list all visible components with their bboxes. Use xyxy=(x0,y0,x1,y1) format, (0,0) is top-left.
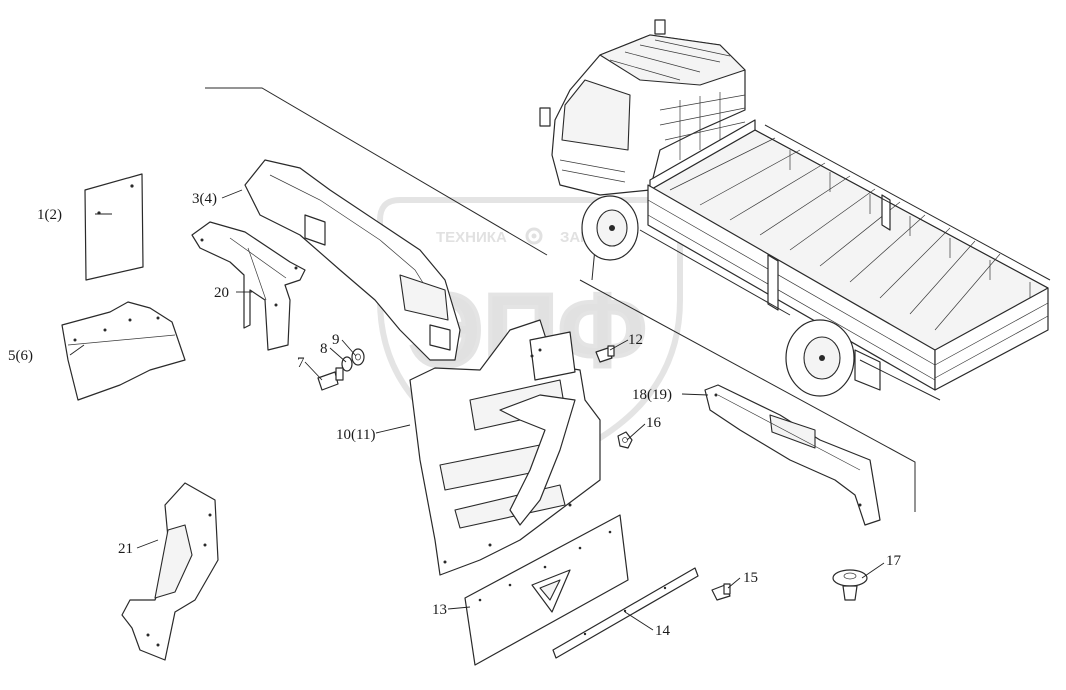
leader-lines xyxy=(69,189,885,631)
part-1-mudflap-plate xyxy=(84,173,144,281)
callout-14: 14 xyxy=(655,623,671,639)
part-3-fender-bracket xyxy=(244,159,461,361)
callout-3-4: 3(4) xyxy=(192,191,217,207)
nut-16 xyxy=(617,431,633,449)
callout-10-11: 10(11) xyxy=(336,427,375,443)
truck-illustration xyxy=(539,19,1051,401)
part-17-clip xyxy=(832,569,868,601)
part-14-retaining-strip xyxy=(552,567,699,659)
part-5-mudguard-extension xyxy=(61,301,186,401)
part-21-bracket xyxy=(121,482,219,661)
part-10-fender-panel xyxy=(409,319,601,576)
callout-16: 16 xyxy=(646,415,662,431)
callout-21: 21 xyxy=(118,541,133,557)
fasteners-7-8-9 xyxy=(317,348,365,391)
bolt-12 xyxy=(595,345,615,363)
part-20-support-bracket xyxy=(191,221,306,351)
callout-8: 8 xyxy=(320,341,328,357)
watermark-left-text: ТЕХНИКА xyxy=(436,229,507,246)
callout-13: 13 xyxy=(432,602,447,618)
callout-labels: 1(2) 3(4) 5(6) 7 8 9 10(11) 12 13 14 15 … xyxy=(8,191,902,639)
callout-17: 17 xyxy=(886,553,902,569)
callout-20: 20 xyxy=(214,285,229,301)
callout-5-6: 5(6) xyxy=(8,348,33,364)
callout-9: 9 xyxy=(332,332,340,348)
part-18-rear-bracket xyxy=(704,384,881,526)
gear-icon xyxy=(525,227,543,245)
callout-15: 15 xyxy=(743,570,758,586)
bolt-15 xyxy=(711,583,731,601)
part-13-mudflap xyxy=(464,514,629,666)
callout-18-19: 18(19) xyxy=(632,387,672,403)
callout-12: 12 xyxy=(628,332,643,348)
callout-1-2: 1(2) xyxy=(37,207,62,223)
callout-7: 7 xyxy=(297,355,305,371)
